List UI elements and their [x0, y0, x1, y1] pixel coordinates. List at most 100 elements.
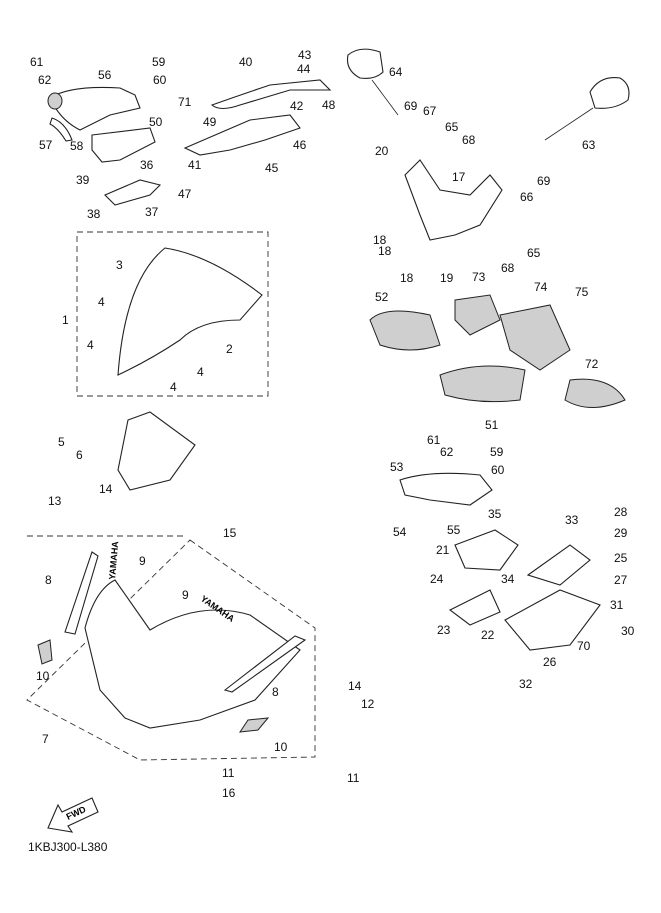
- callout-39: 39: [76, 173, 90, 187]
- callout-7: 7: [42, 732, 49, 746]
- callout-5: 5: [58, 435, 65, 449]
- panel-22: [448, 589, 501, 626]
- duct-72: [564, 378, 626, 408]
- callout-10: 10: [274, 740, 288, 754]
- callout-54: 54: [393, 525, 407, 539]
- callout-17: 17: [452, 170, 466, 184]
- front-stay-17: [404, 159, 503, 241]
- callout-24: 24: [430, 572, 444, 586]
- callout-60: 60: [491, 463, 505, 477]
- callout-4: 4: [87, 338, 94, 352]
- panel-57: [49, 117, 73, 142]
- side-decal-8b: [223, 635, 307, 693]
- callout-63: 63: [582, 138, 596, 152]
- callout-62: 62: [38, 73, 52, 87]
- windscreen: [117, 247, 263, 376]
- callout-38: 38: [87, 207, 101, 221]
- callout-14: 14: [99, 482, 113, 496]
- callout-21: 21: [436, 543, 450, 557]
- cover-40: [210, 79, 332, 110]
- callout-70: 70: [577, 639, 591, 653]
- callout-14: 14: [348, 679, 362, 693]
- callout-60: 60: [153, 73, 167, 87]
- duct-74: [499, 304, 571, 371]
- callout-59: 59: [490, 445, 504, 459]
- callout-20: 20: [375, 144, 389, 158]
- callout-22: 22: [481, 628, 495, 642]
- callout-73: 73: [472, 270, 486, 284]
- mirror-64: [346, 48, 384, 79]
- callout-19: 19: [440, 271, 454, 285]
- callout-9: 9: [182, 588, 189, 602]
- callout-32: 32: [519, 677, 533, 691]
- callout-68: 68: [501, 261, 515, 275]
- callout-55: 55: [447, 523, 461, 537]
- duct-51: [439, 365, 526, 403]
- callout-67: 67: [423, 104, 437, 118]
- diagram-code: 1KBJ300-L380: [28, 840, 108, 854]
- cover-53: [399, 472, 493, 506]
- stay-41: [183, 114, 301, 156]
- callout-23: 23: [437, 623, 451, 637]
- callout-64: 64: [389, 65, 403, 79]
- callout-1: 1: [62, 313, 69, 327]
- callout-4: 4: [170, 380, 177, 394]
- callout-18: 18: [378, 244, 392, 258]
- callout-2: 2: [226, 342, 233, 356]
- side-cover-56: [49, 86, 141, 131]
- callout-47: 47: [178, 187, 192, 201]
- callout-26: 26: [543, 655, 557, 669]
- callout-45: 45: [265, 161, 279, 175]
- emblem-10: [37, 639, 53, 665]
- callout-12: 12: [361, 697, 375, 711]
- callout-27: 27: [614, 573, 628, 587]
- callout-74: 74: [534, 280, 548, 294]
- callout-29: 29: [614, 526, 628, 540]
- callout-52: 52: [375, 290, 389, 304]
- callout-33: 33: [565, 513, 579, 527]
- callout-43: 43: [298, 48, 312, 62]
- cowling-group-box: [26, 535, 316, 761]
- duct-73: [454, 294, 501, 336]
- callout-10: 10: [36, 669, 50, 683]
- callout-65: 65: [527, 246, 541, 260]
- bracket-37: [104, 179, 162, 206]
- callout-66: 66: [520, 190, 534, 204]
- callout-28: 28: [614, 505, 628, 519]
- callout-69: 69: [537, 174, 551, 188]
- callout-4: 4: [98, 295, 105, 309]
- callout-13: 13: [48, 494, 62, 508]
- emblem-10b: [238, 717, 270, 733]
- callout-56: 56: [98, 68, 112, 82]
- windscreen-group-box: [76, 231, 269, 397]
- inner-panel-36: [91, 127, 156, 163]
- callout-18: 18: [373, 233, 387, 247]
- callout-65: 65: [445, 120, 459, 134]
- callout-51: 51: [485, 418, 499, 432]
- callout-68: 68: [462, 133, 476, 147]
- callout-44: 44: [297, 62, 311, 76]
- callout-37: 37: [145, 205, 159, 219]
- yamaha-decal: YAMAHA: [107, 540, 120, 580]
- side-decal-8: [64, 551, 99, 635]
- bracket-21: [454, 529, 519, 571]
- front-cowling-7: [84, 579, 301, 729]
- callout-48: 48: [322, 98, 336, 112]
- callout-8: 8: [272, 685, 279, 699]
- callout-11: 11: [222, 766, 235, 780]
- callout-61: 61: [30, 55, 44, 69]
- inner-cover-26: [504, 589, 601, 651]
- callout-9: 9: [139, 554, 146, 568]
- callout-49: 49: [203, 115, 217, 129]
- duct-opening: [47, 92, 63, 110]
- callout-34: 34: [501, 572, 515, 586]
- callout-35: 35: [488, 507, 502, 521]
- panel-25: [526, 544, 591, 586]
- callout-25: 25: [614, 551, 628, 565]
- callout-11: 11: [347, 771, 360, 785]
- callout-42: 42: [290, 99, 304, 113]
- duct-52: [369, 310, 441, 351]
- callout-53: 53: [390, 460, 404, 474]
